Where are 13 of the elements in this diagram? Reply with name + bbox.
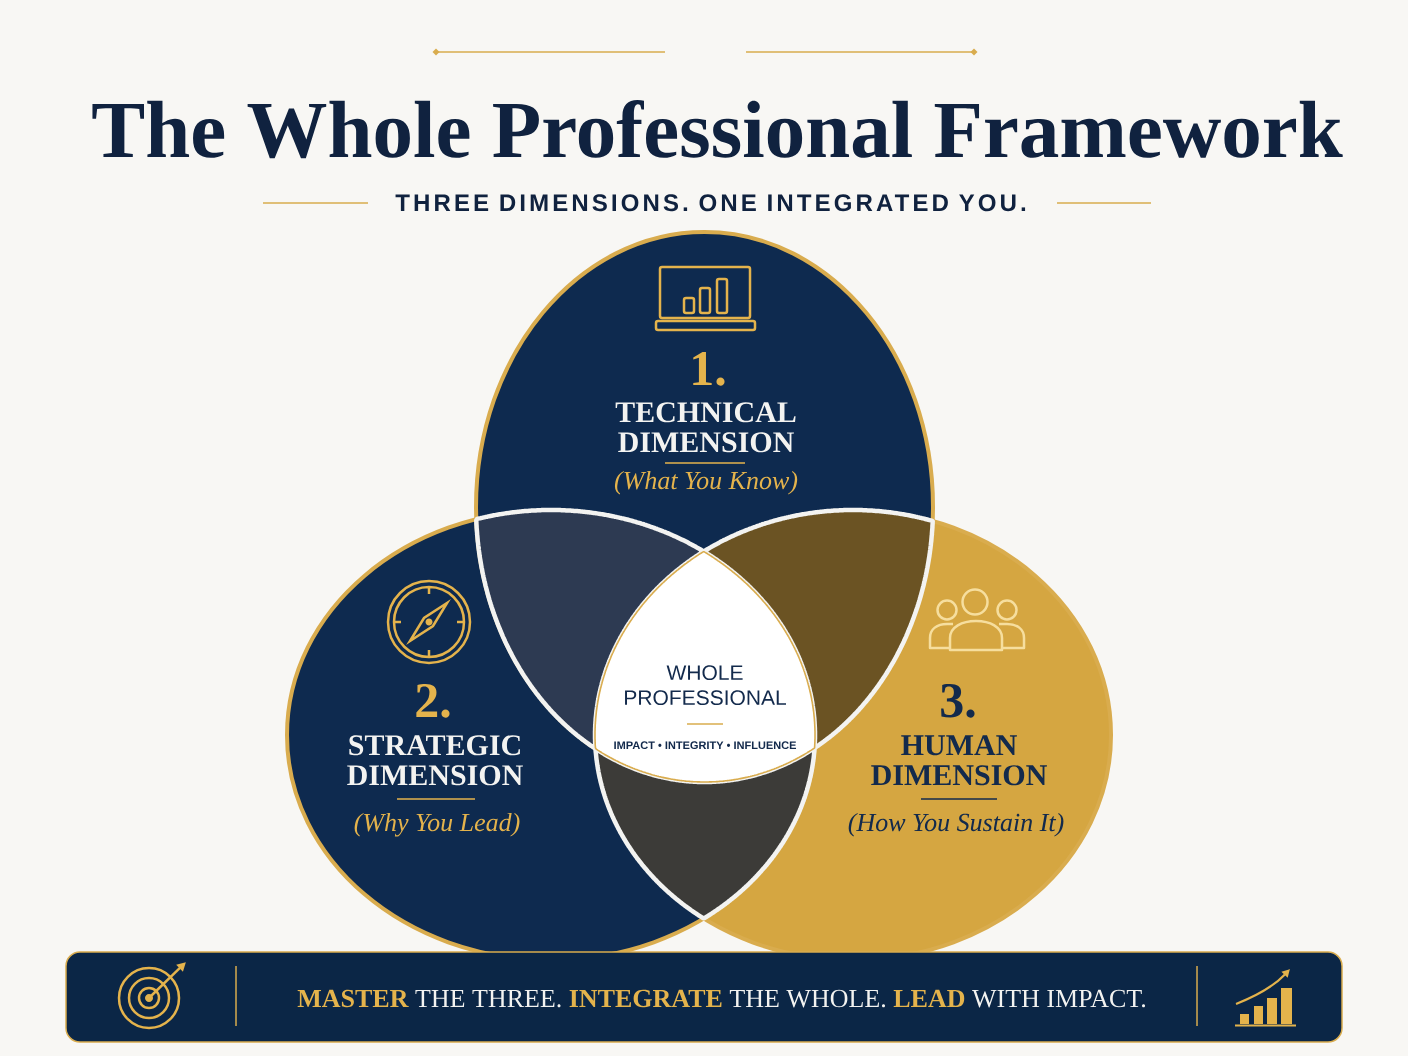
title: The Whole Professional Framework <box>92 99 1343 159</box>
center-title: WHOLE PROFESSIONAL <box>625 665 786 706</box>
dimension-subtitle: (Why You Lead) <box>354 812 520 837</box>
dimension-subtitle: (How You Sustain It) <box>848 812 1064 837</box>
dimension-title: HUMAN DIMENSION <box>871 735 1047 786</box>
dimension-title: STRATEGIC DIMENSION <box>347 735 523 786</box>
step-number: 3. <box>941 683 975 718</box>
dimension-title: TECHNICAL DIMENSION <box>615 402 796 453</box>
slogan-banner: MASTER THE THREE. INTEGRATE THE WHOLE. LEAD WITH IMPACT. <box>65 951 1343 1043</box>
value-list: IMPACT • INTEGRITY • INFLUENCE <box>614 741 796 750</box>
step-number: 2. <box>416 683 450 718</box>
step-number: 1. <box>693 352 725 386</box>
dimension-subtitle: (What You Know) <box>614 470 798 495</box>
